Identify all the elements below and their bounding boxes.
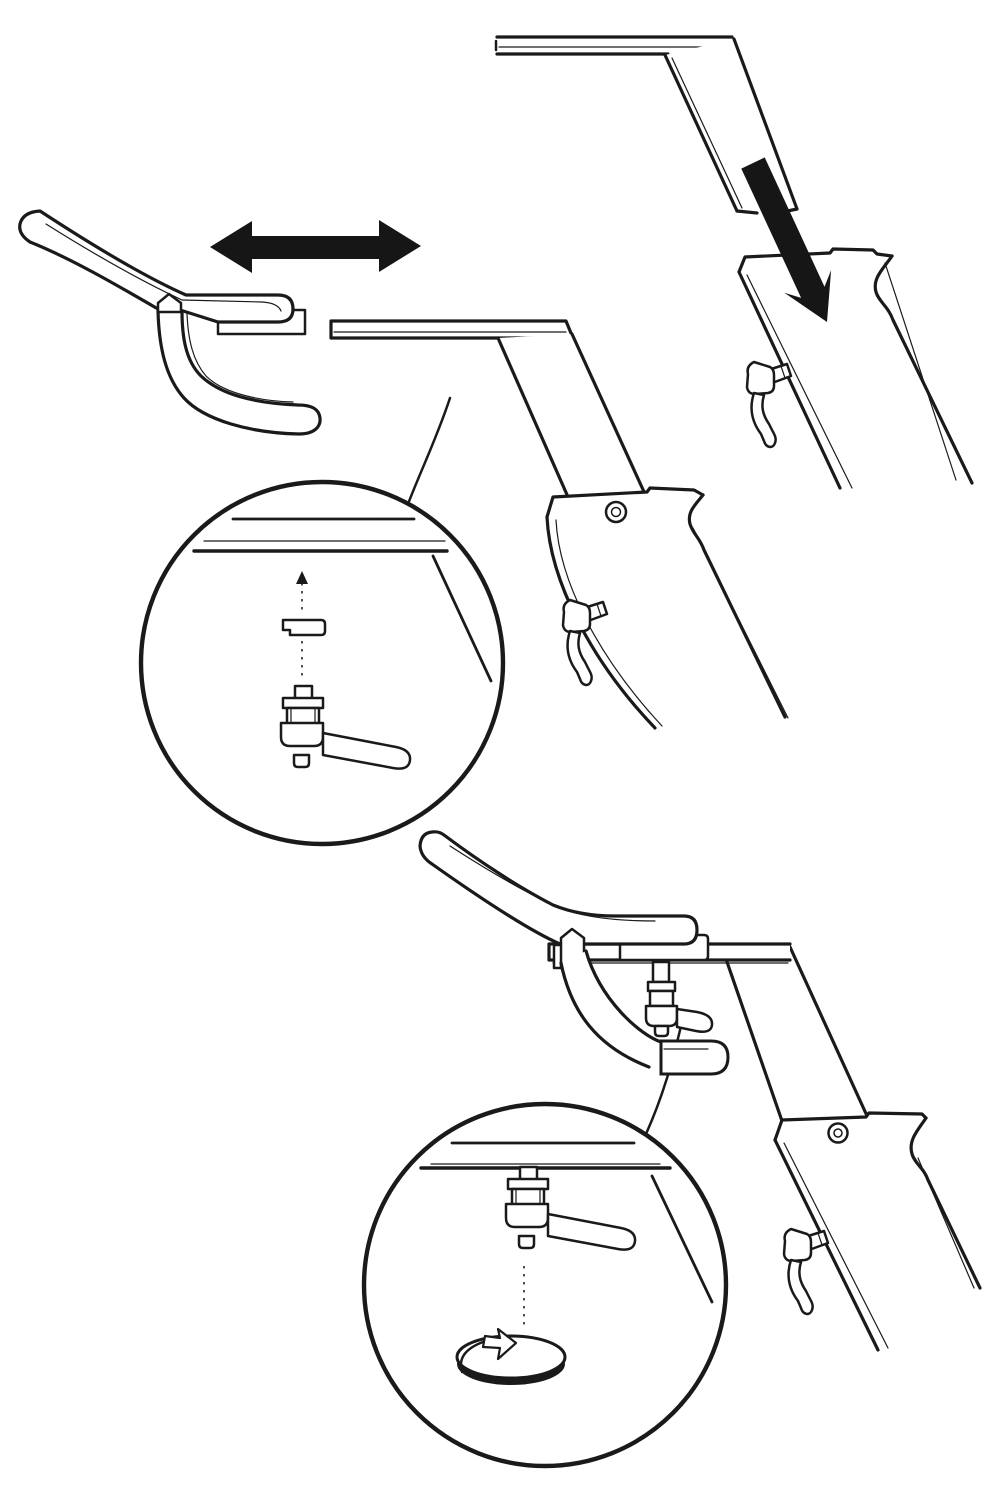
rotation-arrow-arc [459, 1340, 485, 1374]
magnifier-circle-icon [138, 479, 506, 847]
magnifier-circle-icon [361, 1101, 729, 1469]
figure-mast-rail [329, 319, 789, 730]
magnifier-leader-line [644, 1010, 686, 1136]
magnifier-detail-align [138, 479, 506, 847]
clamp-lever-icon [782, 1227, 830, 1316]
figure-assembled [418, 830, 982, 1352]
handlebar-drop-tube [156, 309, 322, 436]
bracket-top-edge [773, 1111, 928, 1142]
diagonal-down-arrow-icon [741, 157, 832, 322]
mast-edges [724, 945, 870, 1123]
clamp-lever-icon [745, 360, 793, 449]
pivot-bolt-icon [827, 1122, 849, 1144]
bracket-top-edge [545, 486, 705, 519]
magnifier-leader-line [406, 396, 452, 506]
double-headed-horizontal-arrow-icon [210, 220, 421, 273]
rail-cap-fill [496, 37, 738, 54]
pivot-bolt-icon [604, 500, 628, 524]
post-fill [739, 249, 972, 488]
grip-stub [659, 1039, 730, 1076]
stem-junction [156, 292, 183, 314]
alignment-arrowhead [296, 571, 308, 584]
figure-handlebar [18, 209, 322, 436]
mast-edges [496, 332, 647, 499]
slot-washer-icon [281, 618, 327, 637]
magnifier-detail-tighten [361, 1101, 729, 1469]
clamp-lever-attached-icon [644, 960, 714, 1038]
mast-left-edge [663, 53, 739, 213]
figure-insert-mast [494, 35, 974, 490]
handlebar-drop-tube [559, 949, 663, 1069]
rotation-arrow-icon [481, 1327, 518, 1361]
post-top-edge [737, 247, 894, 274]
handlebar-upper-tube [18, 209, 295, 324]
